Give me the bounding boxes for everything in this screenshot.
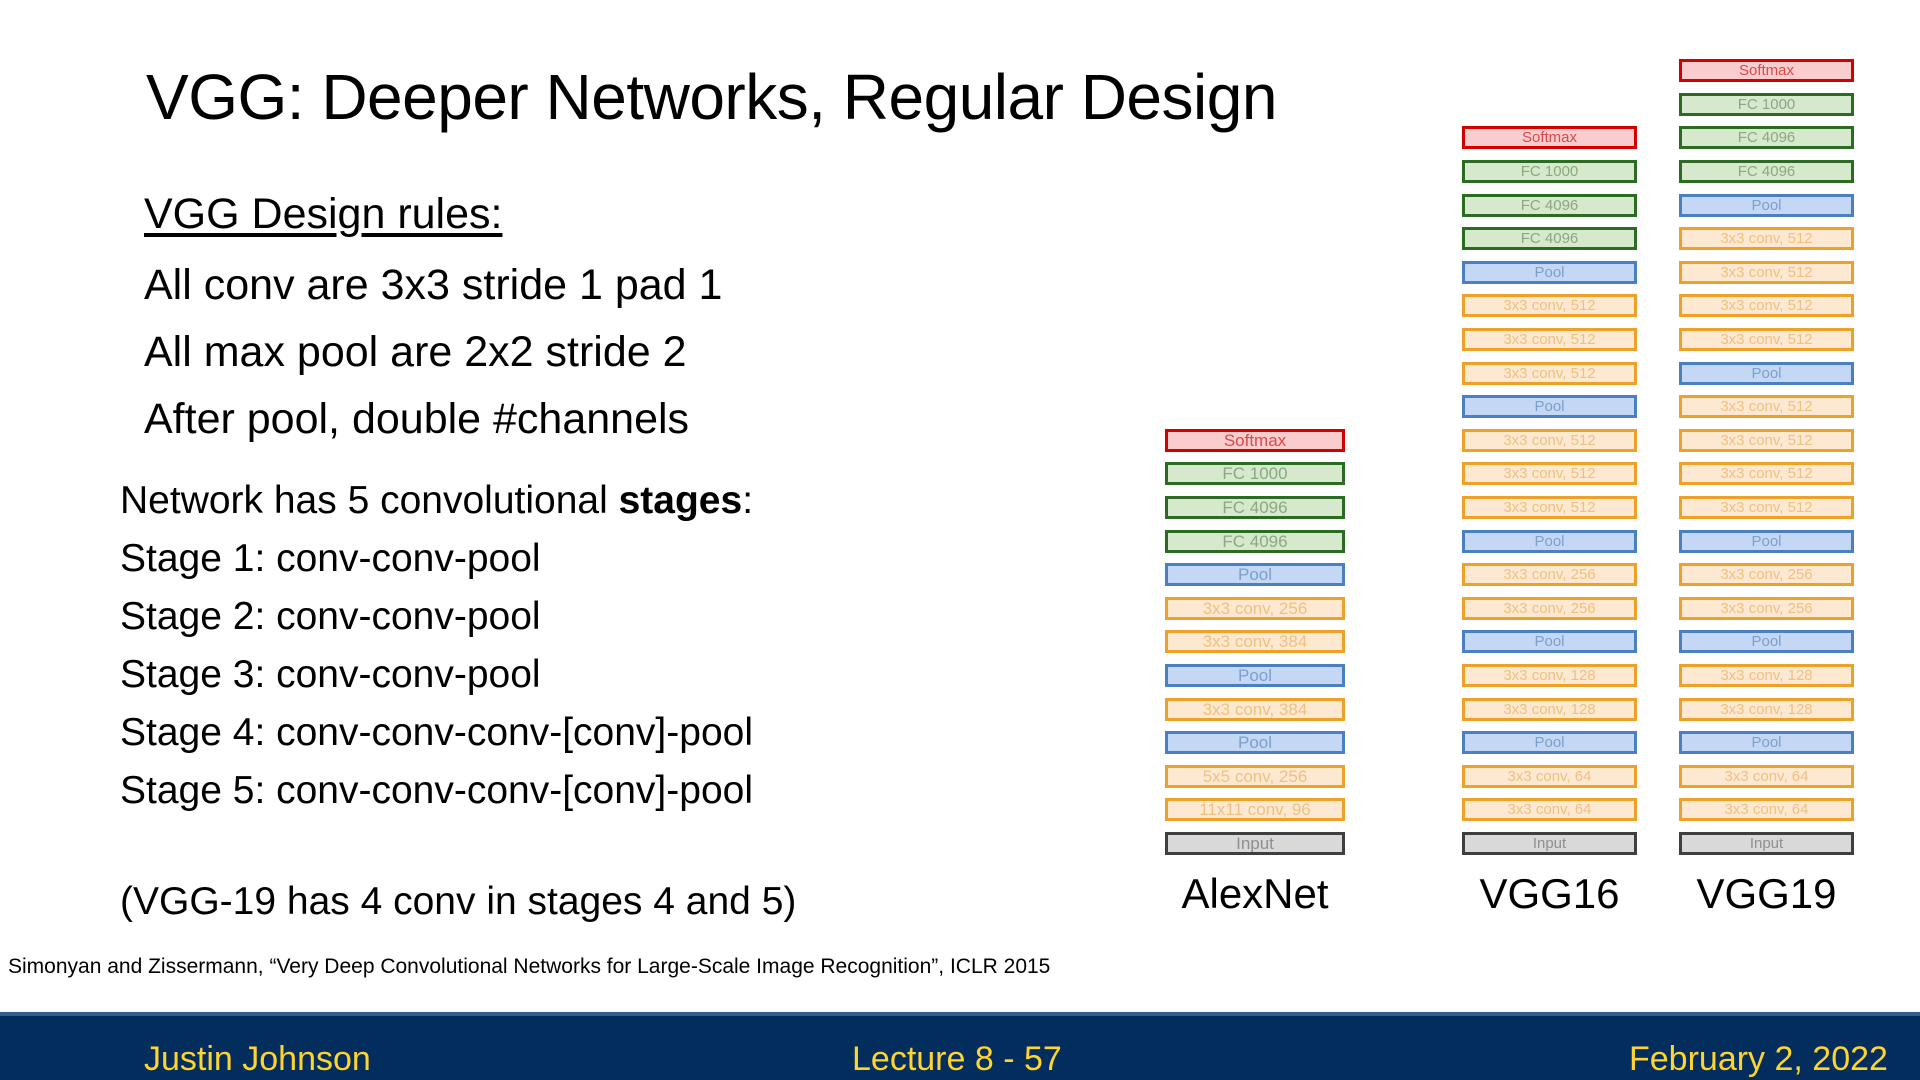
- design-rules-heading: VGG Design rules:: [144, 190, 503, 238]
- design-rules-list: All conv are 3x3 stride 1 pad 1 All max …: [144, 252, 722, 453]
- vgg19-note: (VGG-19 has 4 conv in stages 4 and 5): [120, 880, 797, 923]
- layer-box-fc: FC 4096: [1462, 193, 1637, 217]
- layer-box-pool: Pool: [1679, 731, 1854, 755]
- layer-box-fc: FC 1000: [1165, 462, 1345, 486]
- design-rule-item: All conv are 3x3 stride 1 pad 1: [144, 261, 723, 309]
- stages-intro: Network has 5 convolutional stages:: [120, 472, 753, 530]
- layer-box-conv: 5x5 conv, 256: [1165, 764, 1345, 788]
- design-rule-item: After pool, double #channels: [144, 395, 690, 443]
- page-title: VGG: Deeper Networks, Regular Design: [146, 61, 1277, 133]
- layer-box-conv: 3x3 conv, 64: [1462, 764, 1637, 788]
- network-label-alexnet: AlexNet: [1181, 870, 1329, 917]
- layer-box-input: Input: [1679, 832, 1854, 855]
- layer-box-pool: Pool: [1462, 731, 1637, 755]
- layer-box-fc: FC 1000: [1462, 160, 1637, 183]
- layer-box-conv: 3x3 conv, 512: [1679, 462, 1854, 486]
- layer-box-pool: Pool: [1679, 630, 1854, 654]
- stages-list: Network has 5 convolutional stages: Stag…: [120, 472, 753, 820]
- layer-box-softmax: Softmax: [1679, 59, 1854, 83]
- stages-intro-bold: stages: [618, 479, 743, 522]
- layer-box-conv: 3x3 conv, 128: [1679, 664, 1854, 687]
- layer-box-conv: 3x3 conv, 512: [1462, 496, 1637, 519]
- layer-box-conv: 3x3 conv, 384: [1165, 697, 1345, 721]
- stages-intro-prefix: Network has 5 convolutional: [120, 479, 619, 522]
- layer-box-conv: 3x3 conv, 512: [1679, 294, 1854, 318]
- layer-box-conv: 3x3 conv, 512: [1679, 428, 1854, 452]
- layer-box-pool: Pool: [1679, 361, 1854, 385]
- stage-item: Stage 3: conv-conv-pool: [120, 653, 541, 696]
- layer-box-fc: FC 4096: [1462, 227, 1637, 251]
- layer-box-conv: 3x3 conv, 256: [1165, 596, 1345, 620]
- layer-box-pool: Pool: [1462, 260, 1637, 284]
- footer-bar: Justin Johnson Lecture 8 - 57 February 2…: [0, 1012, 1920, 1080]
- layer-box-conv: 3x3 conv, 64: [1679, 798, 1854, 822]
- layer-box-conv: 3x3 conv, 256: [1462, 563, 1637, 587]
- layer-box-pool: Pool: [1462, 630, 1637, 654]
- footer-author: Justin Johnson: [144, 1040, 371, 1078]
- layer-box-conv: 3x3 conv, 512: [1679, 496, 1854, 519]
- stage-item: Stage 5: conv-conv-conv-[conv]-pool: [120, 769, 753, 812]
- layer-box-input: Input: [1462, 832, 1637, 855]
- layer-box-fc: FC 4096: [1679, 126, 1854, 150]
- stage-item: Stage 1: conv-conv-pool: [120, 537, 541, 580]
- layer-box-conv: 3x3 conv, 512: [1462, 328, 1637, 351]
- footer-date: February 2, 2022: [1629, 1040, 1888, 1078]
- layer-box-softmax: Softmax: [1462, 126, 1637, 150]
- layer-box-conv: 3x3 conv, 256: [1679, 596, 1854, 620]
- layer-box-pool: Pool: [1165, 563, 1345, 587]
- layer-box-pool: Pool: [1679, 529, 1854, 553]
- layer-box-pool: Pool: [1462, 529, 1637, 553]
- layer-box-pool: Pool: [1165, 664, 1345, 687]
- layer-box-conv: 3x3 conv, 256: [1679, 563, 1854, 587]
- stages-intro-suffix: :: [742, 479, 754, 522]
- layer-box-conv: 3x3 conv, 512: [1679, 395, 1854, 419]
- layer-box-conv: 3x3 conv, 512: [1462, 361, 1637, 385]
- layer-box-conv: 11x11 conv, 96: [1165, 798, 1345, 822]
- layer-box-softmax: Softmax: [1165, 428, 1345, 452]
- layer-box-pool: Pool: [1679, 193, 1854, 217]
- layer-box-conv: 3x3 conv, 512: [1679, 227, 1854, 251]
- layer-box-conv: 3x3 conv, 64: [1679, 764, 1854, 788]
- network-label-vgg16: VGG16: [1479, 870, 1620, 917]
- layer-box-fc: FC 1000: [1679, 92, 1854, 116]
- network-label-vgg19: VGG19: [1696, 870, 1837, 917]
- layer-box-fc: FC 4096: [1165, 496, 1345, 519]
- layer-box-pool: Pool: [1462, 395, 1637, 419]
- layer-box-conv: 3x3 conv, 512: [1679, 328, 1854, 351]
- layer-box-conv: 3x3 conv, 128: [1462, 664, 1637, 687]
- layer-box-conv: 3x3 conv, 512: [1462, 462, 1637, 486]
- citation: Simonyan and Zissermann, “Very Deep Conv…: [8, 955, 1051, 978]
- layer-box-conv: 3x3 conv, 512: [1462, 294, 1637, 318]
- layer-box-conv: 3x3 conv, 512: [1679, 260, 1854, 284]
- layer-box-conv: 3x3 conv, 384: [1165, 630, 1345, 654]
- layer-box-fc: FC 4096: [1679, 160, 1854, 183]
- layer-box-conv: 3x3 conv, 128: [1679, 697, 1854, 721]
- layer-box-conv: 3x3 conv, 512: [1462, 428, 1637, 452]
- stage-item: Stage 2: conv-conv-pool: [120, 595, 541, 638]
- layer-box-conv: 3x3 conv, 256: [1462, 596, 1637, 620]
- footer-lecture-number: Lecture 8 - 57: [852, 1040, 1062, 1078]
- design-rule-item: All max pool are 2x2 stride 2: [144, 328, 687, 376]
- layer-box-input: Input: [1165, 832, 1345, 855]
- layer-box-conv: 3x3 conv, 128: [1462, 697, 1637, 721]
- layer-box-fc: FC 4096: [1165, 529, 1345, 553]
- layer-box-conv: 3x3 conv, 64: [1462, 798, 1637, 822]
- layer-box-pool: Pool: [1165, 731, 1345, 755]
- stage-item: Stage 4: conv-conv-conv-[conv]-pool: [120, 711, 753, 754]
